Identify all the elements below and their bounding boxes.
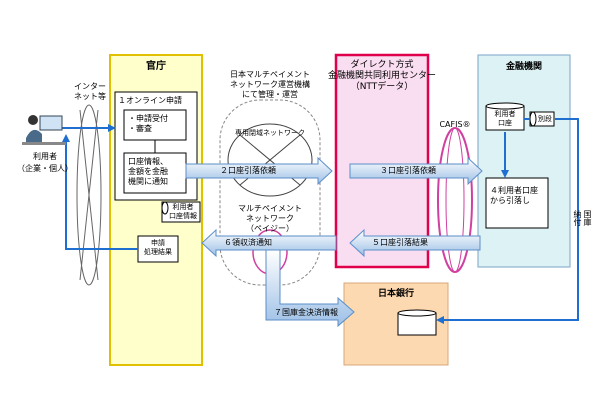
arrow-6-label: ６領収済通知: [224, 238, 272, 247]
arrow-5: [349, 228, 481, 258]
bank-title: 金融機関: [505, 62, 542, 72]
user-icon: [22, 115, 66, 145]
dedicated-network-text: 専用閉域ネットワーク: [235, 129, 305, 137]
arrow-3: [349, 156, 483, 186]
govt-title: 官庁: [146, 61, 166, 72]
cafis-label: CAFIS®: [439, 120, 471, 129]
user-account-db-label: 利用者 口座情報: [169, 203, 197, 220]
user-account-icon: [485, 102, 525, 131]
separate-label: 別段: [538, 115, 552, 123]
debit-text: ４利用者口座 から引落し: [490, 186, 538, 205]
mpn-text: マルチペイメント ネットワーク （ペイジー）: [238, 204, 302, 233]
boj-title: 日本銀行: [377, 289, 414, 299]
operator-text: 日本マルチペイメント ネットワーク運営機構 にて管理・運営: [230, 70, 310, 99]
debit-box: [485, 177, 549, 229]
arrow-2: [185, 156, 333, 186]
arrow-2-label: ２口座引落依頼: [220, 166, 276, 175]
center-panel: [334, 53, 430, 269]
user-account-db-icon: [161, 201, 201, 223]
user-label: 利用者: [33, 152, 57, 161]
user-sub-label: （企業・個人）: [17, 164, 73, 173]
center-title: ダイレクト方式 金融機関共同利用センター （NTTデータ）: [327, 60, 436, 92]
result-to-user-line: [65, 136, 138, 250]
arrow-5-label: ５口座引落結果: [372, 238, 428, 247]
internet-label: インター ネット等: [74, 82, 106, 101]
boj-db-icon: [397, 309, 437, 336]
arrow-7: [265, 249, 355, 328]
intake-text: ・申請受付 ・審査: [128, 114, 168, 133]
arrow-7-label: ７国庫金決済情報: [274, 308, 338, 317]
arrow-6: [201, 228, 337, 258]
internet-ellipse: [76, 104, 102, 286]
arrow-3-label: ３口座引落依頼: [380, 166, 436, 175]
treasury-label: 国庫 納付: [573, 210, 592, 226]
user-account-label: 利用者 口座: [494, 110, 516, 127]
notify-text: 口座情報、 金額を金融 機関に通知: [128, 157, 168, 186]
result-text: 申請 処理結果: [144, 239, 172, 256]
bank-panel: [477, 54, 571, 268]
result-box: [137, 235, 179, 263]
online-title: １オンライン申請: [118, 96, 182, 105]
treasury-line: [438, 118, 579, 321]
